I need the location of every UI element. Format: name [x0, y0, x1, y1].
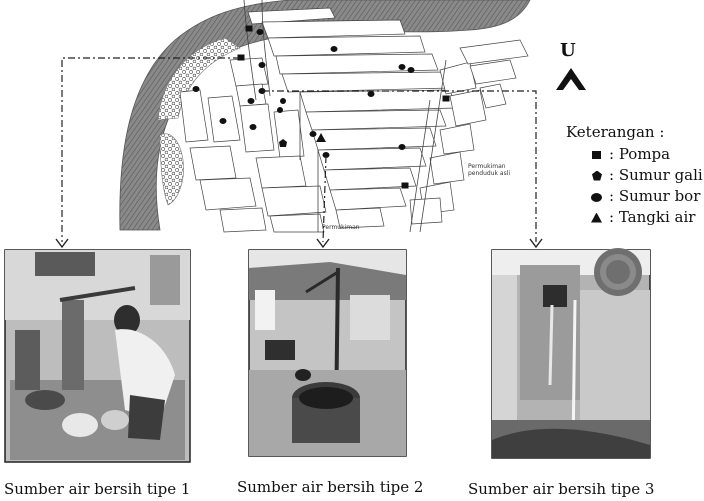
- sumur-bor-marker: [192, 86, 200, 92]
- sumur-bor-marker: [258, 62, 266, 68]
- connector-tipe-2: [322, 155, 327, 243]
- sumur-bor-marker: [367, 91, 375, 97]
- sumur-bor-marker: [280, 98, 286, 104]
- north-arrow-icon: [556, 68, 586, 90]
- sumur-bor-marker: [247, 98, 255, 104]
- pompa-marker: [245, 25, 253, 32]
- legend-item-sumur-gali: : Sumur gali: [566, 165, 703, 186]
- sumur-bor-marker: [219, 118, 227, 124]
- legend-label: : Pompa: [609, 145, 671, 163]
- pompa-marker: [401, 182, 409, 189]
- sumur-bor-marker: [398, 144, 406, 150]
- sumur-bor-marker: [322, 152, 330, 158]
- vegetation-strip-south: [159, 133, 184, 206]
- pompa-marker: [237, 54, 245, 61]
- legend-label: : Tangki air: [609, 208, 696, 226]
- roads: [243, 0, 447, 233]
- photo-tipe-1: [4, 249, 191, 463]
- photo-tipe-3: [491, 248, 651, 459]
- sumur-bor-marker: [256, 29, 264, 35]
- north-label: U: [560, 40, 576, 61]
- caption-tipe-3: Sumber air bersih tipe 3: [468, 480, 655, 498]
- map-label-east: Permukiman penduduk asli: [468, 163, 510, 177]
- legend-item-pompa: : Pompa: [566, 144, 703, 165]
- sumur-gali-marker: [279, 139, 287, 147]
- legend-label: : Sumur bor: [609, 187, 701, 205]
- map-label-south: Permukiman: [322, 224, 360, 231]
- circle-icon: [590, 190, 604, 204]
- caption-tipe-2: Sumber air bersih tipe 2: [237, 478, 424, 496]
- triangle-icon: [590, 211, 604, 225]
- square-icon: [590, 148, 604, 162]
- connector-tipe-1: [61, 57, 240, 242]
- sumur-bor-marker: [407, 67, 415, 73]
- map-label-east-line2: penduduk asli: [468, 170, 511, 177]
- connector-lines: [61, 57, 537, 243]
- settlement-map: [119, 0, 531, 233]
- legend-item-sumur-bor: : Sumur bor: [566, 186, 703, 207]
- tangki-air-marker: [316, 133, 326, 142]
- legend-item-tangki-air: : Tangki air: [566, 207, 703, 228]
- building-blocks: [179, 7, 529, 233]
- map-label-east-line1: Permukiman: [468, 163, 506, 170]
- sumur-bor-marker: [330, 46, 338, 52]
- sumur-bor-marker: [249, 124, 257, 130]
- pentagon-icon: [590, 169, 604, 183]
- legend: Keterangan : : Pompa : Sumur gali : Sumu…: [566, 122, 703, 228]
- connector-tipe-3: [262, 90, 537, 242]
- connector-arrowheads: [55, 238, 543, 249]
- legend-title: Keterangan :: [566, 123, 665, 141]
- caption-tipe-1: Sumber air bersih tipe 1: [4, 480, 191, 498]
- sumur-bor-marker: [398, 64, 406, 70]
- photo-tipe-2: [248, 249, 407, 457]
- sumur-bor-marker: [277, 107, 283, 113]
- pompa-marker: [442, 95, 450, 102]
- sumur-bor-markers: [192, 29, 415, 158]
- sumur-bor-marker: [309, 131, 317, 137]
- legend-label: : Sumur gali: [609, 166, 703, 184]
- map-symbols: [192, 25, 450, 189]
